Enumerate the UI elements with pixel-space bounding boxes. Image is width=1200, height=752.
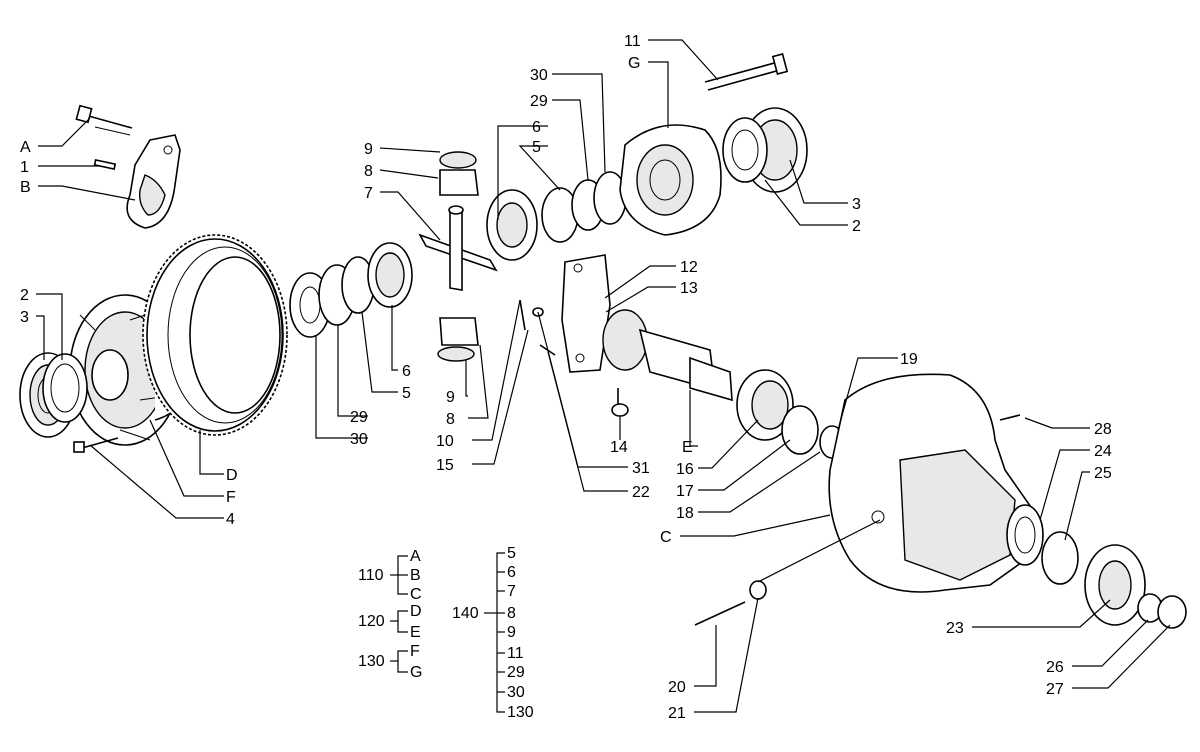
- callout-labels: A 1 B 9 8 7 6 5 30 29 11 G 3 2 2 3 12 13…: [20, 33, 1112, 722]
- callout-29-top: 29: [530, 93, 548, 110]
- callout-8-top: 8: [364, 163, 373, 180]
- callout-19: 19: [900, 351, 918, 368]
- group-110-item-1: A: [410, 548, 421, 565]
- callout-28: 28: [1094, 421, 1112, 438]
- group-140-item-2: 6: [507, 564, 516, 581]
- callout-5-top: 5: [532, 139, 541, 156]
- group-120-code: 120: [358, 613, 385, 630]
- callout-6-bottom: 6: [402, 363, 411, 380]
- output-flange-part: [999, 414, 1187, 629]
- callout-A: A: [20, 139, 31, 156]
- callout-E: E: [682, 439, 693, 456]
- group-140-item-3: 7: [507, 583, 516, 600]
- callout-6-top: 6: [532, 119, 541, 136]
- callout-22: 22: [632, 484, 650, 501]
- callout-9-top: 9: [364, 141, 373, 158]
- group-130-item-2: G: [410, 664, 422, 681]
- callout-D: D: [226, 467, 238, 484]
- group-140-item-1: 5: [507, 545, 516, 562]
- callout-3-left: 3: [20, 309, 29, 326]
- callout-23: 23: [946, 620, 964, 637]
- callout-B: B: [20, 179, 31, 196]
- group-140-item-9: 130: [507, 704, 534, 721]
- axle-housing-part: [828, 373, 1044, 593]
- callout-5-bottom: 5: [402, 385, 411, 402]
- group-110-code: 110: [358, 567, 384, 584]
- spider-part: [418, 151, 498, 362]
- callout-11: 11: [624, 33, 641, 50]
- callout-31: 31: [632, 460, 650, 477]
- callout-30-bottom: 30: [350, 431, 368, 448]
- callout-9-bottom: 9: [446, 389, 455, 406]
- callout-13: 13: [680, 280, 698, 297]
- callout-3-right: 3: [852, 196, 861, 213]
- callout-21: 21: [668, 705, 686, 722]
- group-140-item-4: 8: [507, 605, 516, 622]
- callout-27: 27: [1046, 681, 1064, 698]
- callout-12: 12: [680, 259, 698, 276]
- callout-4: 4: [226, 511, 235, 528]
- side-gear-right-part: [486, 171, 627, 261]
- callout-14: 14: [610, 439, 628, 456]
- callout-17: 17: [676, 483, 694, 500]
- stud-part: [519, 299, 767, 626]
- group-120-item-1: D: [410, 603, 422, 620]
- callout-8-bottom: 8: [446, 411, 455, 428]
- callout-G: G: [628, 55, 640, 72]
- callout-18: 18: [676, 505, 694, 522]
- ring-gear-part: [142, 234, 288, 436]
- callout-29-bottom: 29: [350, 409, 368, 426]
- bearing-cap-part: [75, 104, 181, 229]
- group-140-item-6: 11: [507, 645, 524, 662]
- callout-7: 7: [364, 185, 373, 202]
- group-130-code: 130: [358, 653, 385, 670]
- callout-C: C: [660, 529, 672, 546]
- group-120-item-2: E: [410, 624, 421, 641]
- callout-15: 15: [436, 457, 454, 474]
- case-half-part: [619, 53, 789, 236]
- callout-25: 25: [1094, 465, 1112, 482]
- group-110-item-3: C: [410, 586, 422, 603]
- group-140-item-8: 30: [507, 684, 525, 701]
- callout-30-top: 30: [530, 67, 548, 84]
- group-140-item-7: 29: [507, 664, 525, 681]
- pinion-part: [561, 254, 733, 417]
- bearing-right-part: [722, 107, 808, 193]
- callout-10: 10: [436, 433, 454, 450]
- callout-20: 20: [668, 679, 686, 696]
- side-gear-left-part: [289, 242, 413, 338]
- leader-lines: [36, 39, 1171, 713]
- callout-2-right: 2: [852, 218, 861, 235]
- callout-16: 16: [676, 461, 694, 478]
- pinion-bearings-part: [736, 369, 845, 459]
- group-140-item-5: 9: [507, 624, 516, 641]
- callout-1: 1: [20, 159, 29, 176]
- callout-F: F: [226, 489, 236, 506]
- group-130-item-1: F: [410, 643, 420, 660]
- callout-2-left: 2: [20, 287, 29, 304]
- callout-24: 24: [1094, 443, 1112, 460]
- callout-26: 26: [1046, 659, 1064, 676]
- group-140-code: 140: [452, 605, 479, 622]
- group-legend: 110 A B C 120 D E 130 F G 140 5 6 7 8 9: [358, 545, 534, 721]
- group-110-item-2: B: [410, 567, 421, 584]
